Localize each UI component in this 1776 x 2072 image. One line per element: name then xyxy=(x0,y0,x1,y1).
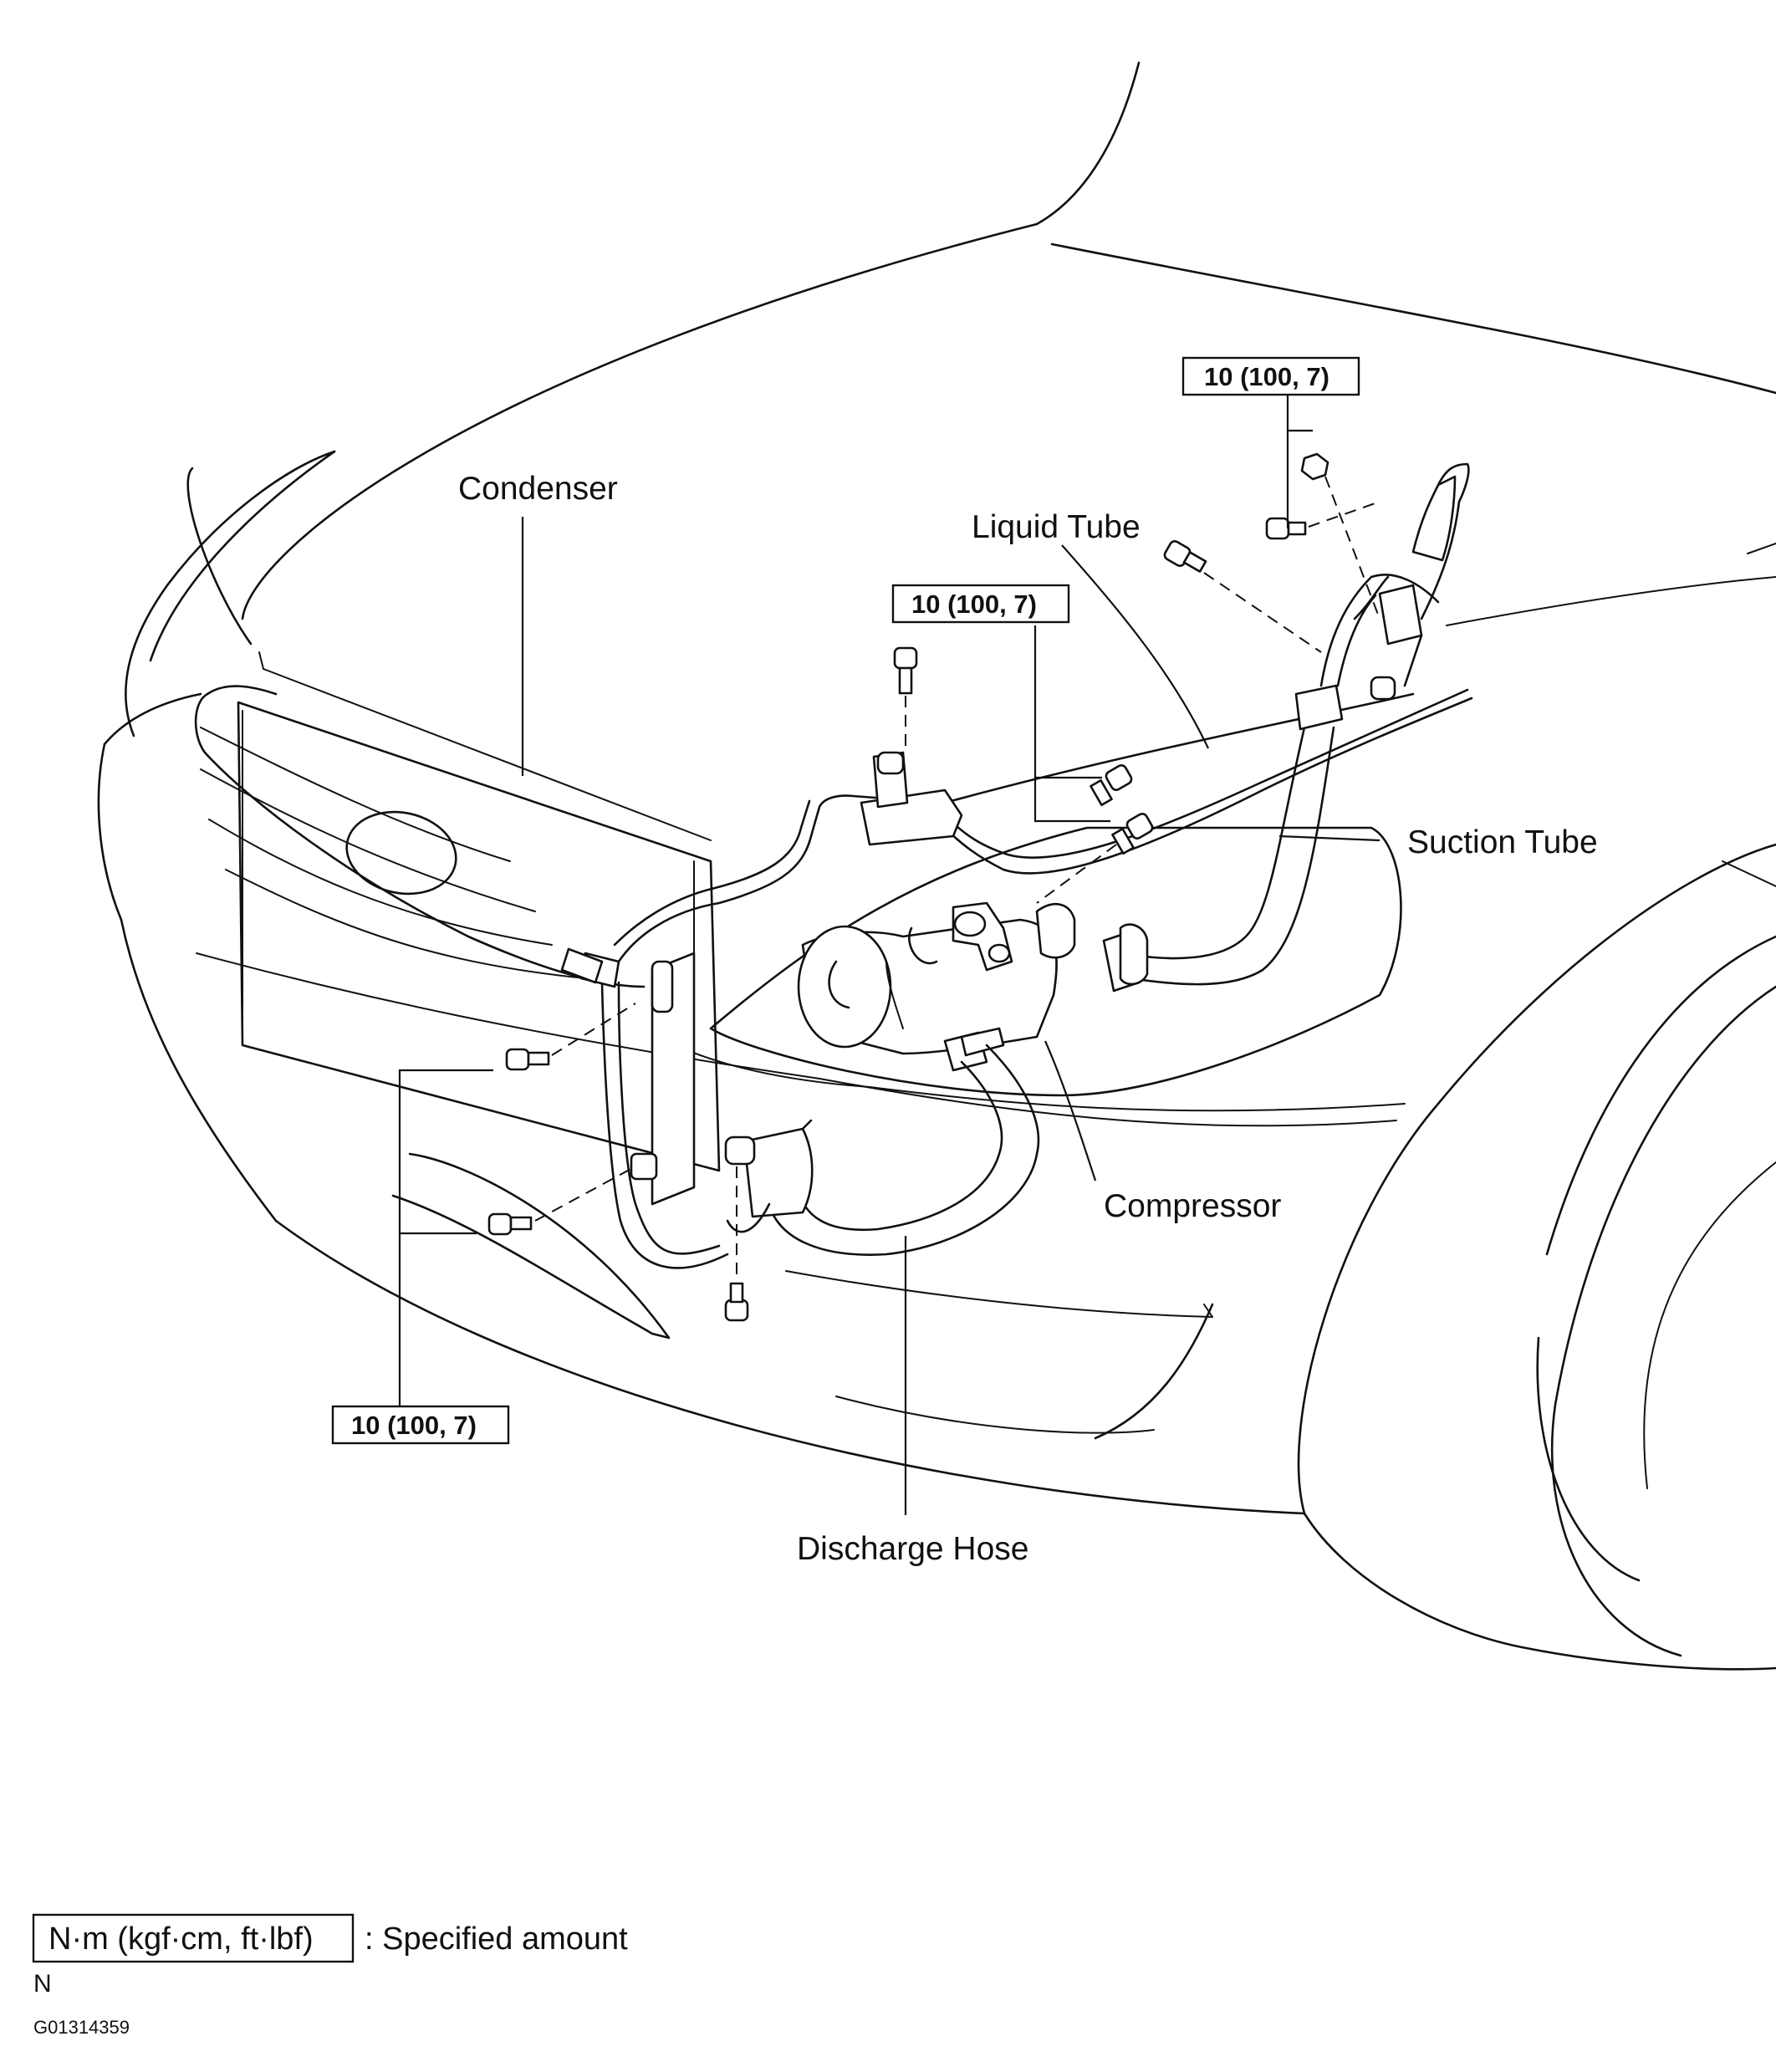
bolt-condenser-upper xyxy=(505,1003,636,1071)
compressor-label: Compressor xyxy=(1104,1188,1281,1224)
liquid-tube xyxy=(613,688,1473,963)
torque-spec-top-right-text: 10 (100, 7) xyxy=(1204,362,1329,391)
torque-spec-bottom-left-text: 10 (100, 7) xyxy=(351,1411,477,1440)
torque-spec-bottom-left: 10 (100, 7) xyxy=(331,1405,510,1445)
liquid-tube-label: Liquid Tube xyxy=(972,509,1141,545)
legend-description: : Specified amount xyxy=(365,1921,628,1957)
condenser-label: Condenser xyxy=(458,471,618,507)
liquid-tube-bracket xyxy=(860,751,963,846)
torque-spec-top-center: 10 (100, 7) xyxy=(891,584,1070,624)
nut-suction xyxy=(1300,452,1380,620)
compressor xyxy=(797,901,1076,1072)
bolt-discharge-hose xyxy=(724,1166,749,1322)
front-grille xyxy=(194,685,646,988)
bolt-suction-2 xyxy=(1265,501,1380,540)
legend-unit-box: N·m (kgf·cm, ft·lbf) xyxy=(48,1921,314,1957)
discharge-hose-label: Discharge Hose xyxy=(797,1531,1028,1567)
suction-tube-label: Suction Tube xyxy=(1407,824,1598,860)
bolt-top-center xyxy=(893,646,918,753)
condenser xyxy=(237,651,729,1269)
bolt-mid-right-2 xyxy=(1036,813,1154,904)
discharge-hose xyxy=(724,1044,1040,1256)
vehicle-body-outline xyxy=(97,61,1776,1671)
torque-spec-top-right: 10 (100, 7) xyxy=(1181,356,1360,396)
bolt-condenser-lower xyxy=(487,1166,636,1236)
suction-tube xyxy=(1102,462,1470,993)
figure-code: G01314359 xyxy=(33,2017,130,2038)
bolt-suction-1 xyxy=(1163,540,1322,653)
leader-lines xyxy=(398,393,1380,1515)
legend: N·m (kgf·cm, ft·lbf) : Specified amount xyxy=(32,1913,628,1963)
bolt-mid-right-1 xyxy=(1090,764,1133,807)
torque-spec-top-center-text: 10 (100, 7) xyxy=(911,589,1037,619)
footer-mark: N xyxy=(33,1970,52,1998)
